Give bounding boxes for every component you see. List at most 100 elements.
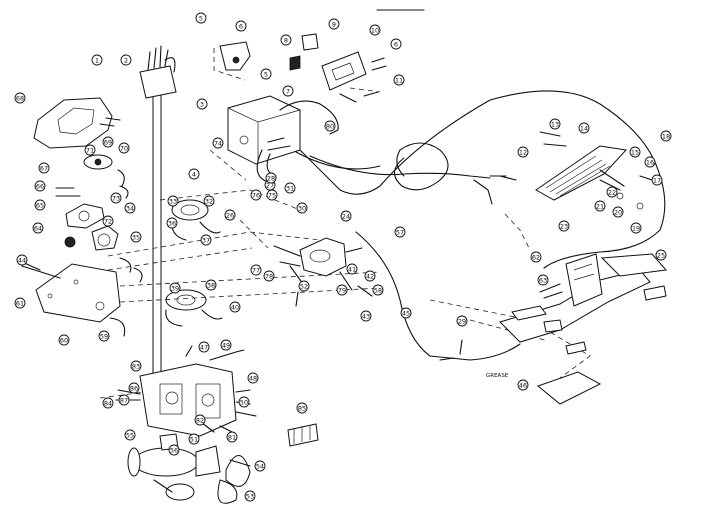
steering-housing [273,237,373,307]
callout-c84: 84 [102,397,114,409]
callout-c65: 65 [34,199,46,211]
callout-c52: 52 [298,280,310,292]
callout-c80: 80 [324,120,336,132]
callout-c53: 53 [244,490,256,502]
callout-c40: 40 [229,301,241,313]
callout-c47: 47 [198,341,210,353]
motor-and-propeller [127,433,251,504]
svg-text:3: 3 [200,101,204,109]
callout-c9: 9 [328,18,340,30]
callout-c57: 57 [394,226,406,238]
callout-c17: 17 [651,174,663,186]
callout-c51: 51 [188,433,200,445]
svg-text:76: 76 [252,192,260,200]
callout-c19: 19 [630,222,642,234]
callout-c50: 50 [238,396,250,408]
svg-text:14: 14 [580,125,588,133]
svg-text:77: 77 [252,267,260,275]
svg-text:5: 5 [199,15,203,23]
svg-text:62: 62 [532,254,540,262]
callout-c5: 5 [195,12,207,24]
svg-text:43: 43 [362,313,370,321]
hub-parts [287,423,319,447]
svg-text:51: 51 [190,436,198,444]
svg-text:83: 83 [132,363,140,371]
callout-c41: 41 [346,263,358,275]
svg-text:67: 67 [40,165,48,173]
callout-c20: 20 [612,206,624,218]
svg-text:32: 32 [205,198,213,206]
svg-text:11: 11 [395,77,403,85]
svg-text:80: 80 [326,123,334,131]
callout-c54: 54 [254,460,266,472]
callout-c38: 38 [205,279,217,291]
svg-text:37: 37 [202,237,210,245]
callout-c8: 8 [280,34,292,46]
svg-text:6: 6 [394,41,398,49]
callout-c46: 46 [517,379,529,391]
callout-c35: 35 [130,231,142,243]
callout-c12: 12 [517,146,529,158]
control-box [227,95,301,183]
callout-c32: 32 [203,195,215,207]
callout-c24: 24 [340,210,352,222]
callout-c59: 59 [98,330,110,342]
callout-c23: 23 [558,220,570,232]
callout-c42: 42 [364,270,376,282]
svg-text:21: 21 [596,203,604,211]
svg-text:63: 63 [539,277,547,285]
svg-text:39: 39 [171,285,179,293]
callout-c68: 68 [14,92,26,104]
svg-text:49: 49 [222,342,230,350]
pivot-springs [133,199,223,327]
svg-text:87: 87 [120,397,128,405]
callout-c72: 72 [102,215,114,227]
svg-text:61: 61 [16,300,24,308]
svg-text:45: 45 [402,310,410,318]
callout-c4: 4 [188,168,200,180]
callout-c21: 21 [594,200,606,212]
svg-text:27: 27 [266,182,274,190]
svg-text:69: 69 [104,139,112,147]
callout-c86: 86 [128,382,140,394]
svg-text:4: 4 [192,171,196,179]
callout-c76: 76 [250,189,262,201]
svg-text:35: 35 [132,234,140,242]
callout-c67: 67 [38,162,50,174]
svg-text:17: 17 [653,177,661,185]
svg-text:25: 25 [657,252,665,260]
svg-text:41: 41 [348,266,356,274]
callout-c70: 70 [118,142,130,154]
svg-text:2: 2 [124,57,128,65]
callout-c79: 79 [336,284,348,296]
svg-text:50: 50 [240,399,248,407]
svg-text:15: 15 [631,149,639,157]
svg-text:81: 81 [228,434,236,442]
svg-text:1: 1 [95,57,99,65]
svg-text:20: 20 [614,209,622,217]
callout-c22: 22 [606,186,618,198]
callout-c78: 78 [263,270,275,282]
callout-c62: 62 [530,251,542,263]
callout-c56: 56 [168,444,180,456]
svg-text:79: 79 [338,287,346,295]
svg-text:28: 28 [267,175,275,183]
callout-c5b: 5 [260,68,272,80]
callout-c25: 25 [655,249,667,261]
callout-c69: 69 [102,136,114,148]
svg-text:58: 58 [374,287,382,295]
svg-text:53: 53 [246,493,254,501]
svg-text:65: 65 [36,202,44,210]
callout-c60: 60 [58,334,70,346]
switch-plate [289,33,387,103]
callout-c7: 7 [282,85,294,97]
callout-c81: 81 [226,431,238,443]
callout-c45: 45 [400,307,412,319]
steering-cable [355,231,521,361]
callout-c34: 34 [124,202,136,214]
callout-c29: 29 [456,315,468,327]
callout-c2: 2 [120,54,132,66]
svg-text:71: 71 [86,147,94,155]
callout-c82: 82 [194,414,206,426]
